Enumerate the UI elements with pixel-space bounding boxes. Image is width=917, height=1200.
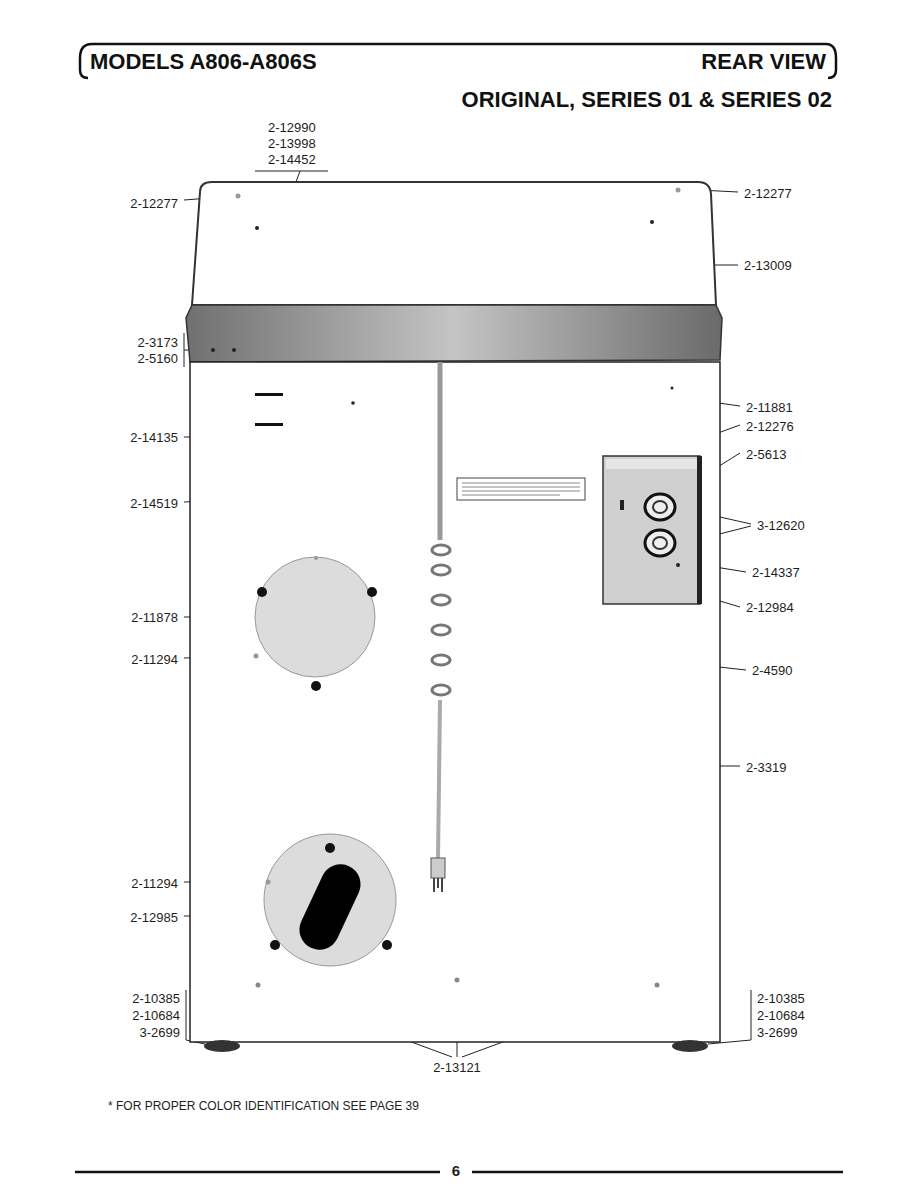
part-number: 3-2699	[757, 1025, 797, 1040]
part-number: 2-3319	[746, 760, 786, 775]
part-number: 2-11881	[746, 400, 793, 415]
part-number: 2-10385	[757, 991, 805, 1006]
part-number: 2-10385	[132, 991, 180, 1006]
part-number: 3-12620	[757, 518, 805, 533]
page-title: MODELS A806-A806S	[90, 49, 317, 75]
footnote: * FOR PROPER COLOR IDENTIFICATION SEE PA…	[108, 1099, 419, 1114]
part-number: 2-3173	[138, 335, 178, 350]
part-number: 2-12990	[268, 120, 316, 135]
part-number: 2-5613	[746, 447, 786, 462]
part-number: 2-12984	[746, 600, 794, 615]
part-number: 2-11294	[131, 652, 178, 667]
part-number: 2-11878	[131, 610, 178, 625]
header-band	[80, 44, 836, 78]
part-number: 2-14135	[130, 430, 178, 445]
part-number: 2-13998	[268, 136, 316, 151]
part-number: 2-12985	[130, 910, 178, 925]
header-text: REAR VIEW	[701, 49, 826, 75]
part-number: 3-2699	[140, 1025, 180, 1040]
part-number: 2-10684	[757, 1008, 805, 1023]
leader-lines	[184, 171, 751, 1057]
part-number: 2-5160	[138, 351, 178, 366]
header-text: ORIGINAL, SERIES 01 & SERIES 02	[462, 87, 832, 113]
part-number: 2-11294	[131, 876, 178, 891]
part-number: 2-14452	[268, 152, 316, 167]
part-number: 2-12277	[744, 186, 792, 201]
part-number: 2-14337	[752, 565, 800, 580]
page-number: 6	[452, 1163, 460, 1178]
part-number: 2-13121	[433, 1060, 481, 1075]
part-number: 2-12277	[130, 196, 178, 211]
part-number: 2-13009	[744, 258, 792, 273]
part-number: 2-4590	[752, 663, 792, 678]
part-number: 2-14519	[130, 496, 178, 511]
part-number: 2-10684	[132, 1008, 180, 1023]
part-number: 2-12276	[746, 419, 794, 434]
